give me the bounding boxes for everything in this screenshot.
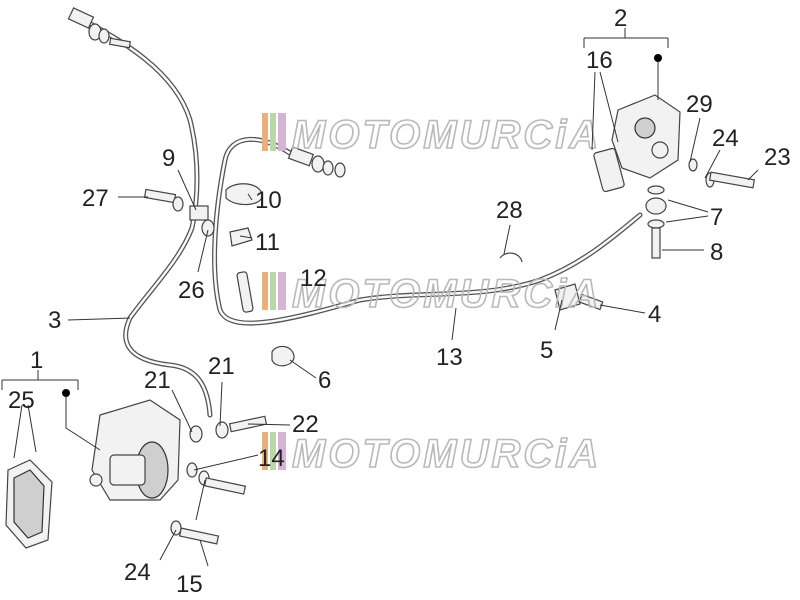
watermark-text: MOTOMURCiA [292,432,601,476]
callout-3: 3 [48,307,61,334]
rear-brake-hose [212,136,643,326]
callout-28: 28 [496,197,523,224]
callout-23: 23 [764,144,791,171]
callout-15: 15 [176,571,203,598]
callout-13: 13 [436,344,463,371]
callout-6: 6 [318,367,331,394]
middle-banjo-fitting [287,146,346,178]
hose-clamps [143,183,604,367]
callout-10: 10 [255,187,282,214]
rear-brake-pump [593,94,681,193]
callout-24-top: 24 [712,125,739,152]
callout-5: 5 [540,337,553,364]
watermark-2: MOTOMURCiA [262,271,601,317]
callout-7: 7 [710,204,723,231]
watermark-text: MOTOMURCiA [292,272,601,316]
watermark-3: MOTOMURCiA [262,431,601,477]
watermark-1: MOTOMURCiA [262,112,601,158]
pump-bolt [688,158,756,189]
callout-29: 29 [686,91,713,118]
callout-12: 12 [300,265,327,292]
pump-washers [645,185,667,259]
callout-21-right: 21 [208,353,235,380]
callout-22: 22 [292,411,319,438]
upper-banjo-fitting [67,7,132,49]
callout-9: 9 [162,145,175,172]
callout-8: 8 [710,239,723,266]
callout-27: 27 [82,185,109,212]
caliper-bolts [170,415,268,545]
front-brake-hose [77,15,213,418]
brake-pads [5,459,53,549]
callout-16: 16 [586,47,613,74]
callout-2: 2 [614,5,627,32]
watermark-text: MOTOMURCiA [292,113,601,157]
leader-lines [1,28,759,567]
callout-25: 25 [8,387,35,414]
callout-4: 4 [648,301,661,328]
callout-numbers: 2 16 29 24 23 7 8 28 4 5 13 9 27 10 11 1… [8,5,791,598]
callout-21-left: 21 [144,367,171,394]
callout-26: 26 [178,277,205,304]
callout-1: 1 [30,347,43,374]
callout-14: 14 [258,445,285,472]
callout-24-bottom: 24 [124,559,151,586]
callout-11: 11 [255,229,280,256]
front-brake-caliper [89,399,181,501]
